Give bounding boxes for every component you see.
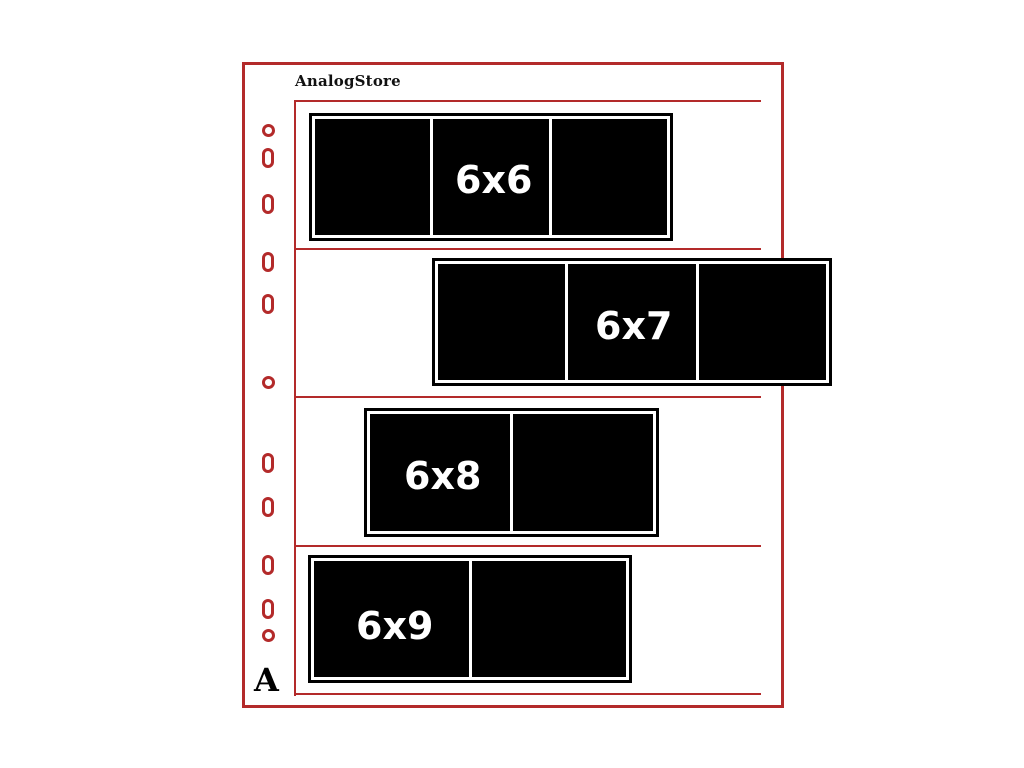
binder-hole-slot-icon xyxy=(262,194,274,214)
sleeve-margin-line xyxy=(294,100,296,696)
film-frame xyxy=(568,264,699,380)
row-divider-1 xyxy=(295,248,761,250)
film-frame xyxy=(698,264,826,380)
row-divider-bottom xyxy=(295,693,761,695)
binder-hole-slot-icon xyxy=(262,453,274,473)
film-strip-6x9: 6x9 xyxy=(308,555,632,683)
film-frame xyxy=(551,119,667,235)
film-frame xyxy=(433,119,552,235)
binder-hole-slot-icon xyxy=(262,294,274,314)
film-frame xyxy=(471,561,626,677)
format-label: 6x7 xyxy=(595,304,673,348)
format-label: 6x6 xyxy=(455,158,533,202)
sheet-letter-mark: A xyxy=(254,661,279,699)
binder-hole-slot-icon xyxy=(262,497,274,517)
film-strip-6x7: 6x7 xyxy=(432,258,832,386)
binder-hole-round-icon xyxy=(262,124,275,137)
format-label: 6x9 xyxy=(356,604,434,648)
binder-hole-round-icon xyxy=(262,629,275,642)
film-frame xyxy=(513,414,653,531)
binder-hole-slot-icon xyxy=(262,148,274,168)
film-frame xyxy=(314,561,472,677)
film-frame xyxy=(370,414,513,531)
binder-hole-slot-icon xyxy=(262,555,274,575)
brand-name: AnalogStore xyxy=(295,72,401,90)
film-frame xyxy=(315,119,434,235)
binder-hole-round-icon xyxy=(262,376,275,389)
row-divider-3 xyxy=(295,545,761,547)
format-label: 6x8 xyxy=(404,454,482,498)
film-frame xyxy=(438,264,569,380)
binder-hole-slot-icon xyxy=(262,252,274,272)
row-divider-top xyxy=(295,100,761,102)
film-strip-6x8: 6x8 xyxy=(364,408,659,537)
binder-hole-slot-icon xyxy=(262,599,274,619)
film-strip-6x6: 6x6 xyxy=(309,113,673,241)
row-divider-2 xyxy=(295,396,761,398)
